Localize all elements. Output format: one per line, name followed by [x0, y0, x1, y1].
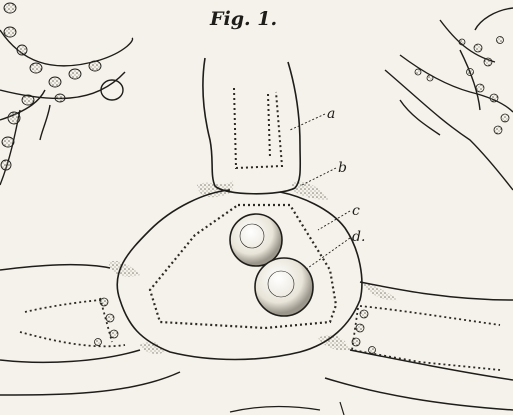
lower-right-chloroplasts: [352, 310, 376, 354]
grains-d: [230, 214, 313, 316]
lower-left-chloroplasts: [95, 298, 119, 346]
upper-left-chloroplasts: [1, 3, 101, 170]
cell-a: [203, 58, 300, 194]
label-a: a: [327, 106, 335, 122]
cell-c: [117, 190, 362, 360]
label-b: b: [338, 160, 347, 176]
lower-right-protoplast: [352, 306, 500, 370]
label-c: c: [352, 203, 360, 219]
lower-right-cell: [325, 282, 513, 410]
label-d: d.: [352, 229, 365, 245]
upper-right-chloroplasts: [415, 37, 509, 135]
lower-left-cell: [0, 265, 180, 395]
bottom-fragment: [230, 402, 344, 415]
figure-title: Fig. 1.: [210, 8, 277, 30]
cell-a-protoplast: [234, 88, 282, 168]
